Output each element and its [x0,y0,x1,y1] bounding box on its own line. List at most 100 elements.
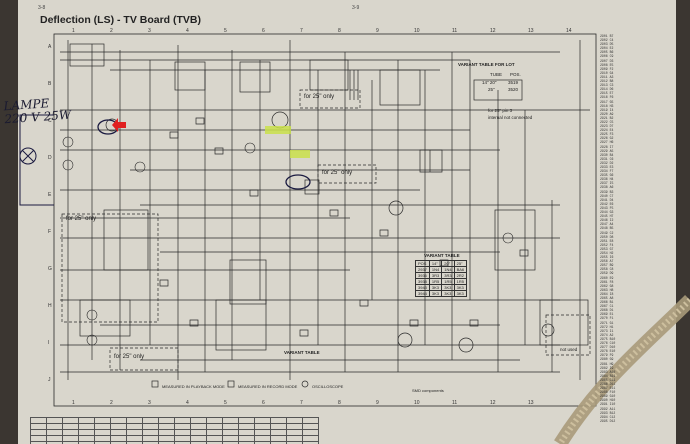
part-location-entry: 2914 D6 [600,87,614,92]
part-location-entry: 2929 A5 [600,148,614,153]
part-location-entry: 2968 D1 [600,308,614,313]
part-location-entry: 2995 D12 [600,418,616,423]
part-location-entry: 2950 D8 [600,234,614,239]
row-label: B [48,81,52,87]
part-location-entry: 2939 B3 [600,189,614,194]
tube-25-label: 25" [488,87,495,92]
part-location-entry: 2963 H8 [600,287,614,292]
part-location-entry: 2949 C2 [600,230,614,235]
part-location-entry: 2905 B6 [600,50,614,55]
internal-note: internal not connected [488,115,533,120]
part-location-entry: 2922 C5 [600,119,614,124]
variant-table-cell: 3944 [415,290,430,297]
row-label: H [48,303,52,309]
row-label: I [48,340,50,346]
part-location-entry: 2972 H1 [600,324,614,329]
page-number-right: 3-9 [352,5,360,11]
part-location-entry: 2906 C9 [600,54,614,59]
column-label: 2 [110,28,113,34]
part-location-entry: 2911 A3 [600,74,614,79]
row-label: F [48,229,52,235]
bottom-column-label: 12 [490,400,496,406]
legend-playback: MEASURED IN PLAYBACK MODE [162,384,225,389]
bottom-column-label: 6 [262,400,265,406]
column-label: 8 [338,28,341,34]
part-location-entry: 2902 C4 [600,38,614,43]
legend-record: MEASURED IN RECORD MODE [238,384,298,389]
part-location-entry: 2977 D10 [600,345,616,350]
part-location-entry: 2971 G1 [600,320,614,325]
part-location-entry: 2987 E11 [600,386,616,391]
part-location-entry: 2918 H3 [600,103,614,108]
part-location-entry: 2904 E2 [600,46,614,51]
part-location-entry: 2920 A9 [600,111,614,116]
part-location-entry: 2959 D9 [600,271,614,276]
bottom-column-label: 8 [338,400,341,406]
variant-table-title: VARIANT TABLE [424,253,460,258]
part-location-entry: 2919 I4 [600,107,614,112]
part-location-entry: 2979 F9 [600,353,614,358]
pos-label: POS. [510,72,521,77]
part-location-entry: 2923 D7 [600,124,614,129]
part-location-entry: 2992 A11 [600,406,616,411]
part-location-entry: 2982 I9 [600,365,614,370]
handwritten-note: LAMPE 220 V 25W [3,96,72,126]
pos-b-label: 3520 [508,87,519,92]
part-location-entry: 2909 F2 [600,66,614,71]
column-label: 3 [148,28,151,34]
part-location-entry: 2965 A8 [600,296,614,300]
part-location-entry: 2976 C10 [600,341,616,346]
part-location-entry: 2954 H2 [600,250,614,255]
part-location-entry: 2983 A10 [600,369,616,374]
page-number-left: 3-8 [38,5,46,11]
bottom-table-row [30,441,319,444]
part-location-entry: 2935 G6 [600,173,614,178]
row-label: G [48,266,52,272]
part-location-entry: 2991 I10 [600,402,616,407]
part-location-entry: 2932 D2 [600,160,614,165]
part-location-entry: 2994 C12 [600,414,616,419]
column-label: 12 [490,28,496,34]
part-location-entry: 2990 H10 [600,398,616,403]
column-label: 13 [528,28,534,34]
part-location-entry: 2970 F1 [600,316,614,321]
column-label: 11 [452,28,458,34]
part-location-entry: 2988 F10 [600,390,616,395]
bottom-column-label: 13 [528,400,534,406]
variant-table-lot-title: VARIANT TABLE FOR LOT [458,62,515,67]
part-location-entry: 2908 E5 [600,62,614,67]
part-location-entry: 2942 E6 [600,201,614,206]
part-location-entry: 2993 B12 [600,410,616,415]
bottom-column-label: 5 [224,400,227,406]
part-location-entry: 2957 B9 [600,263,614,268]
part-location-entry: 2951 E8 [600,238,614,243]
column-label: 9 [376,28,379,34]
row-label: D [48,155,52,161]
part-location-entry: 2941 D4 [600,197,614,202]
part-location-entry: 2969 E1 [600,312,614,317]
part-location-entry: 2927 H6 [600,140,614,145]
part-location-entry: 2948 B5 [600,226,614,231]
part-location-entry: 2915 E7 [600,91,614,96]
part-location-entry: 2926 G2 [600,136,614,141]
for25-only-2: for 25" only [322,170,353,176]
column-label: 6 [262,28,265,34]
part-location-entry: 2985 C11 [600,377,616,382]
part-location-entry: 2967 C1 [600,304,614,309]
part-location-entry: 2901 B7 [600,34,614,38]
diagram-title: Deflection (LS) - TV Board (TVB) [40,14,201,26]
bottom-column-label: 11 [452,400,458,406]
part-location-entry: 2937 I5 [600,181,614,186]
row-label: J [48,377,51,383]
part-location-entry: 2978 E10 [600,349,616,354]
part-location-entry: 2962 G8 [600,283,614,288]
row-label: C [48,118,52,124]
part-location-entry: 2989 G10 [600,394,616,399]
variant-table-cell: 3K3 [441,290,455,297]
part-location-entry: 2938 A6 [600,185,614,190]
part-location-entry: 2925 F3 [600,132,614,137]
